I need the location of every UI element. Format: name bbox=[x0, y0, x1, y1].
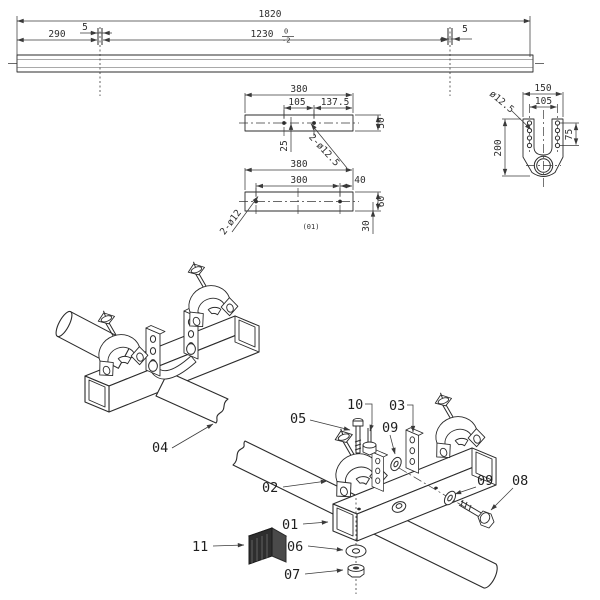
callouts: 04 05 10 03 09 02 01 06 bbox=[152, 397, 528, 583]
callout-01: 01 bbox=[282, 517, 329, 533]
svg-text:09: 09 bbox=[382, 420, 398, 436]
svg-text:08: 08 bbox=[512, 473, 528, 489]
svg-text:10: 10 bbox=[347, 397, 363, 413]
detail-plate-b: 380 300 40 60 30 2-ø12 (01) bbox=[218, 159, 387, 237]
washer-09-left bbox=[390, 456, 402, 472]
main-square-tube bbox=[332, 447, 497, 542]
washer-06 bbox=[345, 544, 367, 558]
dim-b-length: 380 bbox=[290, 159, 307, 170]
svg-text:09: 09 bbox=[477, 473, 493, 489]
bolt-hole-08 bbox=[434, 486, 438, 490]
dim-b-hole-spacing: 300 bbox=[290, 175, 307, 186]
callout-09-upper: 09 bbox=[382, 420, 398, 455]
svg-text:06: 06 bbox=[287, 539, 303, 555]
callout-03: 03 bbox=[389, 398, 416, 433]
dim-a-hole-to-end: 137.5 bbox=[321, 97, 350, 108]
bolt-10 bbox=[362, 428, 377, 456]
detail-plate-a: 380 105 137.5 50 25 2-ø12.5 bbox=[239, 84, 387, 169]
dim-a-hole-spacing: 105 bbox=[288, 97, 305, 108]
plate-a-hole-right bbox=[312, 121, 316, 125]
dim-b-height: 60 bbox=[376, 196, 387, 208]
svg-text:04: 04 bbox=[152, 440, 168, 456]
beam-outline bbox=[16, 54, 534, 73]
dim-a-height: 50 bbox=[376, 117, 387, 129]
explode-axis-line bbox=[398, 467, 469, 510]
clevis-outline bbox=[522, 118, 564, 177]
svg-text:11: 11 bbox=[192, 539, 208, 555]
svg-text:05: 05 bbox=[290, 411, 306, 427]
callout-10: 10 bbox=[347, 397, 374, 432]
plate-a-hole-left bbox=[282, 121, 286, 125]
dim-center-length: 1230 bbox=[251, 29, 274, 40]
dim-a-hole-offset: 25 bbox=[279, 140, 290, 151]
upper-subassembly bbox=[55, 252, 260, 424]
top-view-beam: 1820 290 5 1230 0 -2 5 bbox=[8, 9, 545, 96]
plate-03 bbox=[405, 427, 424, 474]
svg-text:01: 01 bbox=[282, 517, 298, 533]
tolerance-upper: 0 bbox=[284, 28, 288, 36]
detail-clevis: 150 105 ø12.5 200 75 bbox=[487, 83, 579, 188]
dim-c-hole-spacing: 105 bbox=[535, 96, 552, 107]
dim-tab-left: 5 bbox=[82, 22, 88, 33]
dim-a-length: 380 bbox=[290, 84, 307, 95]
callout-07: 07 bbox=[284, 567, 344, 583]
nut-07 bbox=[347, 564, 365, 578]
callout-04: 04 bbox=[152, 423, 214, 456]
dim-c-width: 150 bbox=[534, 83, 551, 94]
dim-left-offset: 290 bbox=[48, 29, 65, 40]
label-a-holes: 2-ø12.5 bbox=[306, 132, 341, 169]
washer-09-right bbox=[443, 490, 457, 506]
callout-08: 08 bbox=[490, 473, 528, 511]
tolerance-lower: -2 bbox=[282, 37, 290, 45]
dim-tab-right: 5 bbox=[462, 24, 468, 35]
pipe-04-upper-segment bbox=[155, 371, 229, 424]
assembled-washer-bolt bbox=[391, 501, 407, 513]
svg-text:03: 03 bbox=[389, 398, 405, 414]
label-c-hole-dia: ø12.5 bbox=[487, 89, 516, 116]
bolt-hole-06 bbox=[357, 507, 361, 511]
callout-06: 06 bbox=[287, 539, 344, 555]
bolt-05 bbox=[352, 417, 364, 454]
callout-05: 05 bbox=[290, 411, 351, 431]
svg-text:07: 07 bbox=[284, 567, 300, 583]
strap-bolt-washer-right bbox=[186, 343, 196, 355]
callout-09-lower: 09 bbox=[454, 473, 493, 495]
part-ref-01: (01) bbox=[303, 223, 320, 231]
dim-overall-length: 1820 bbox=[259, 9, 282, 20]
end-cap-11 bbox=[247, 527, 288, 565]
dim-c-height: 200 bbox=[493, 139, 504, 156]
strap-bolt-washer-left bbox=[148, 360, 158, 372]
isometric-assembly: 04 05 10 03 09 02 01 06 bbox=[55, 252, 528, 594]
dim-b-hole-to-end: 40 bbox=[354, 175, 366, 186]
dim-c-hole-pitch: 75 bbox=[564, 129, 575, 140]
callout-11: 11 bbox=[192, 539, 245, 555]
bolt-08 bbox=[458, 499, 495, 529]
callout-02: 02 bbox=[262, 479, 328, 496]
dim-b-hole-offset: 30 bbox=[361, 220, 372, 232]
svg-text:02: 02 bbox=[262, 480, 278, 496]
plate-b-hole-right bbox=[338, 199, 342, 204]
label-b-holes: 2-ø12 bbox=[218, 208, 244, 237]
